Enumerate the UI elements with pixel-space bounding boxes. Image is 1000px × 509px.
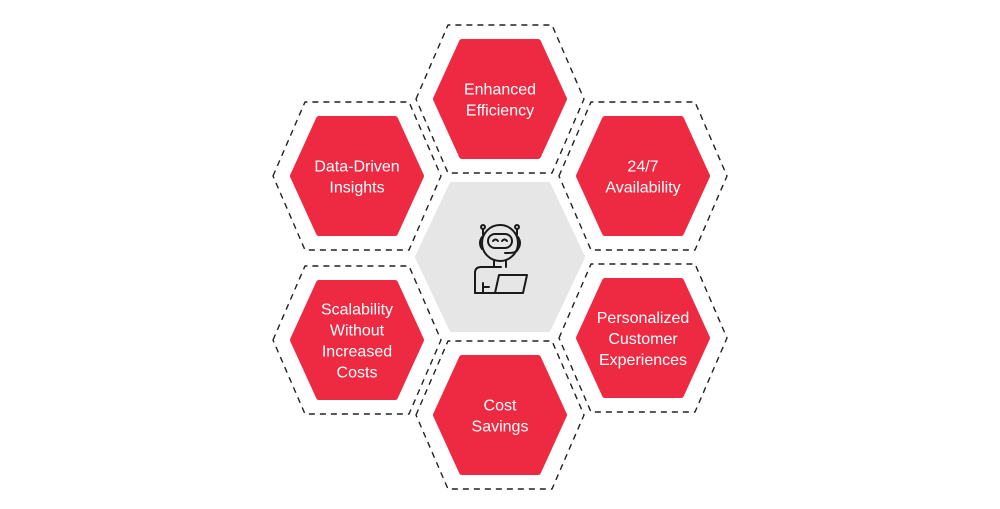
benefit-label-line: 24/7: [627, 159, 658, 176]
benefit-label-line: Efficiency: [466, 103, 534, 120]
benefit-label-line: Increased: [322, 344, 392, 361]
dashed-hexagon-outline: [415, 340, 585, 490]
benefit-label-line: Experiences: [599, 352, 687, 369]
benefit-label-line: Without: [330, 323, 385, 340]
benefit-label-line: Enhanced: [464, 82, 536, 99]
red-hexagon: [433, 39, 567, 159]
benefit-label-line: Data-Driven: [314, 159, 399, 176]
dashed-hexagon-outline: [558, 263, 728, 413]
benefit-label-line: Scalability: [321, 302, 393, 319]
red-hexagon: [290, 280, 424, 400]
dashed-hexagon-outline: [558, 101, 728, 251]
benefit-label-line: Customer: [608, 331, 678, 348]
robot-support-agent-icon: [474, 224, 528, 294]
dashed-hexagon-outline: [272, 101, 442, 251]
red-hexagon: [290, 116, 424, 236]
dashed-hexagon-outline: [415, 24, 585, 174]
red-hexagon: [433, 355, 567, 475]
red-hexagon: [576, 278, 710, 398]
benefit-label-line: Costs: [337, 365, 378, 382]
benefit-label-line: Personalized: [597, 310, 690, 327]
benefit-label-line: Insights: [329, 180, 384, 197]
benefit-label-line: Availability: [605, 180, 680, 197]
center-hexagon: [415, 182, 585, 332]
center-hexagon-shape: [415, 182, 585, 332]
red-hexagon: [576, 116, 710, 236]
benefit-label-line: Cost: [484, 398, 517, 415]
dashed-hexagon-outline: [272, 265, 442, 415]
benefit-label-line: Savings: [472, 419, 529, 436]
